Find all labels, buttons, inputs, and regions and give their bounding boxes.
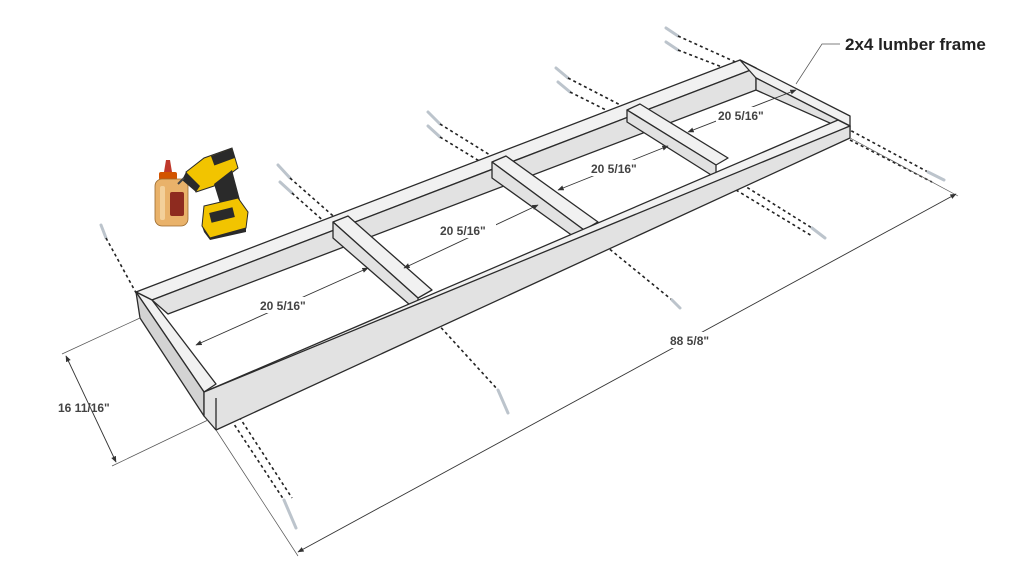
back-rail-inner-face <box>151 67 757 315</box>
dimension-labels: 20 5/16" 20 5/16" 20 5/16" 20 5/16" 88 5… <box>58 35 986 415</box>
bay-4-label: 20 5/16" <box>718 109 764 123</box>
callout-label: 2x4 lumber frame <box>845 35 986 54</box>
callout-leader <box>795 43 840 85</box>
bay-1-label: 20 5/16" <box>260 299 306 313</box>
cordless-drill-icon <box>177 147 249 240</box>
overall-length-label: 88 5/8" <box>670 334 709 348</box>
bay-3-label: 20 5/16" <box>591 162 637 176</box>
overall-length-dim-line <box>297 193 957 553</box>
bay-2-label: 20 5/16" <box>440 224 486 238</box>
overall-width-label: 16 11/16" <box>58 401 110 415</box>
wood-glue-bottle-icon <box>154 160 189 227</box>
overall-width-dim-line <box>65 355 117 463</box>
